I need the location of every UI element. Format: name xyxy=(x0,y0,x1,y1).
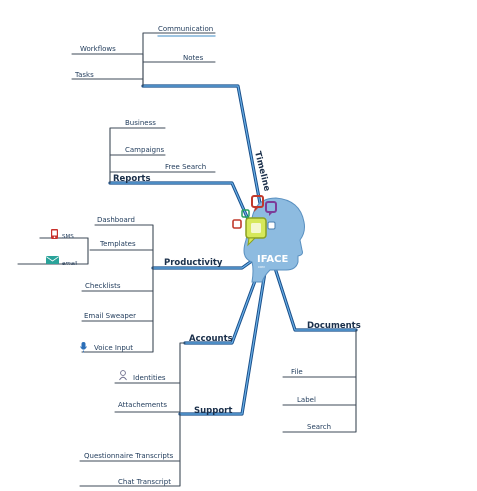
branch-documents: Documents File Label Search xyxy=(282,321,361,433)
speech-bubble-red-small-icon xyxy=(232,219,242,229)
speech-bubble-yellow-icon xyxy=(245,217,267,247)
documents-label[interactable]: Documents xyxy=(307,321,361,331)
documents-item[interactable]: File xyxy=(291,368,303,376)
branch-reports: Reports Business Campaigns Free Search xyxy=(109,119,216,184)
timeline-item[interactable]: Workflows xyxy=(80,45,116,53)
sms-phone-icon xyxy=(51,229,58,239)
brand-tagline: CRM xyxy=(258,265,265,269)
productivity-item[interactable]: Voice Input xyxy=(94,344,133,352)
accounts-item[interactable]: Attachements xyxy=(118,401,167,409)
timeline-item[interactable]: Notes xyxy=(183,54,204,62)
email-envelope-icon xyxy=(46,256,59,264)
reports-label[interactable]: Reports xyxy=(113,174,151,184)
productivity-item[interactable]: Templates xyxy=(99,240,136,248)
central-hub[interactable]: IFACE CRM xyxy=(232,195,305,283)
brand-logo: IFACE xyxy=(257,254,288,265)
speech-bubble-red-icon xyxy=(251,195,264,212)
productivity-label[interactable]: Productivity xyxy=(164,258,223,268)
productivity-item[interactable]: Dashboard xyxy=(97,216,135,224)
support-item[interactable]: Questionnaire Transcripts xyxy=(84,452,174,460)
reports-item[interactable]: Free Search xyxy=(165,163,206,171)
accounts-label[interactable]: Accounts xyxy=(189,334,233,344)
branch-accounts: Accounts Identities Attachements xyxy=(114,334,233,413)
productivity-item[interactable]: SMS xyxy=(62,234,74,240)
productivity-item[interactable]: Email Sweaper xyxy=(84,312,136,320)
timeline-item[interactable]: Communication xyxy=(158,25,213,33)
branch-support: Support Questionnaire Transcripts Chat T… xyxy=(79,406,232,487)
speech-bubble-purple-icon xyxy=(265,201,277,216)
speech-bubble-green-icon xyxy=(241,209,250,218)
documents-item[interactable]: Label xyxy=(297,396,316,404)
accounts-item[interactable]: Identities xyxy=(133,374,166,382)
branch-productivity: Productivity Dashboard Templates SMS ema… xyxy=(17,216,223,353)
timeline-item[interactable]: Tasks xyxy=(74,71,94,79)
reports-item[interactable]: Campaigns xyxy=(125,146,165,154)
identity-badge-icon xyxy=(119,370,127,381)
support-label[interactable]: Support xyxy=(194,406,232,416)
microphone-icon xyxy=(80,342,87,353)
productivity-item[interactable]: email xyxy=(62,261,78,267)
speech-bubble-white-icon xyxy=(267,221,276,230)
support-item[interactable]: Chat Transcript xyxy=(118,478,171,486)
productivity-item[interactable]: Checklists xyxy=(85,282,121,290)
documents-item[interactable]: Search xyxy=(307,423,331,431)
reports-item[interactable]: Business xyxy=(125,119,156,127)
